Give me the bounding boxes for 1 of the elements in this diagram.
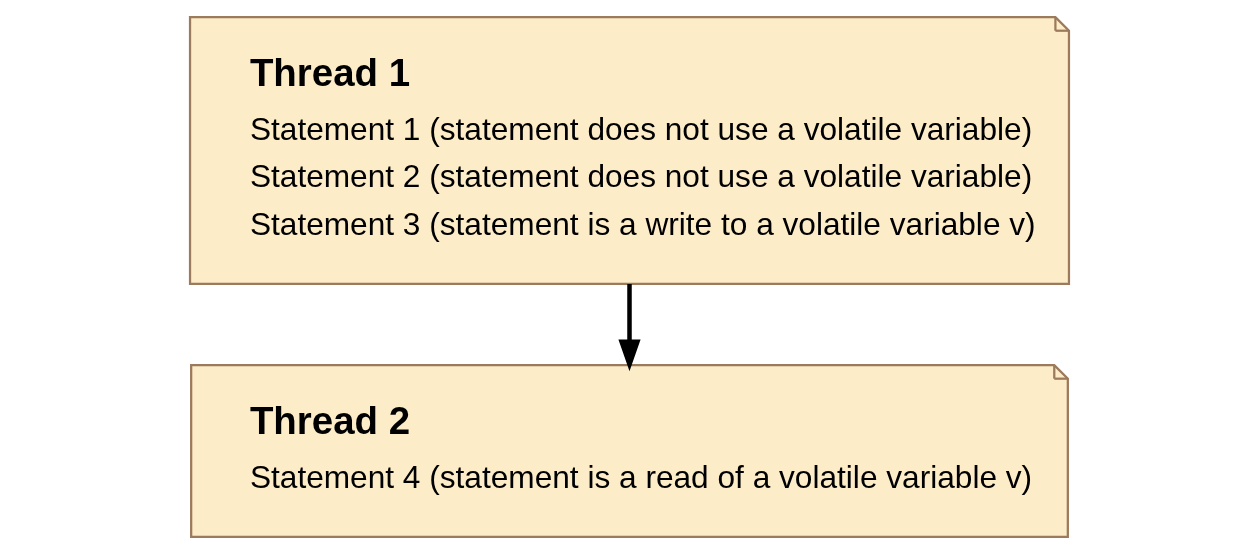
- arrow: [617, 284, 641, 372]
